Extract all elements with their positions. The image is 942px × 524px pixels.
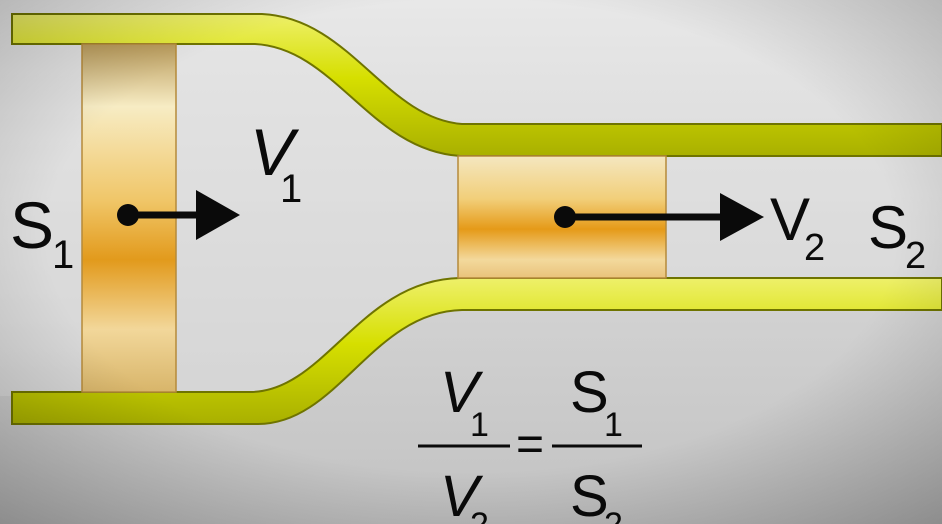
svg-text:1: 1	[604, 406, 623, 444]
svg-text:S: S	[570, 464, 609, 524]
svg-text:2: 2	[905, 235, 926, 277]
svg-text:1: 1	[52, 233, 74, 277]
svg-text:2: 2	[604, 506, 623, 524]
formula-equals: =	[516, 418, 544, 471]
svg-text:1: 1	[470, 406, 489, 444]
svg-text:S: S	[10, 188, 54, 262]
svg-text:S: S	[570, 360, 609, 425]
svg-text:S: S	[868, 194, 908, 261]
svg-text:2: 2	[804, 227, 825, 269]
svg-text:2: 2	[470, 506, 489, 524]
svg-text:1: 1	[280, 167, 302, 211]
